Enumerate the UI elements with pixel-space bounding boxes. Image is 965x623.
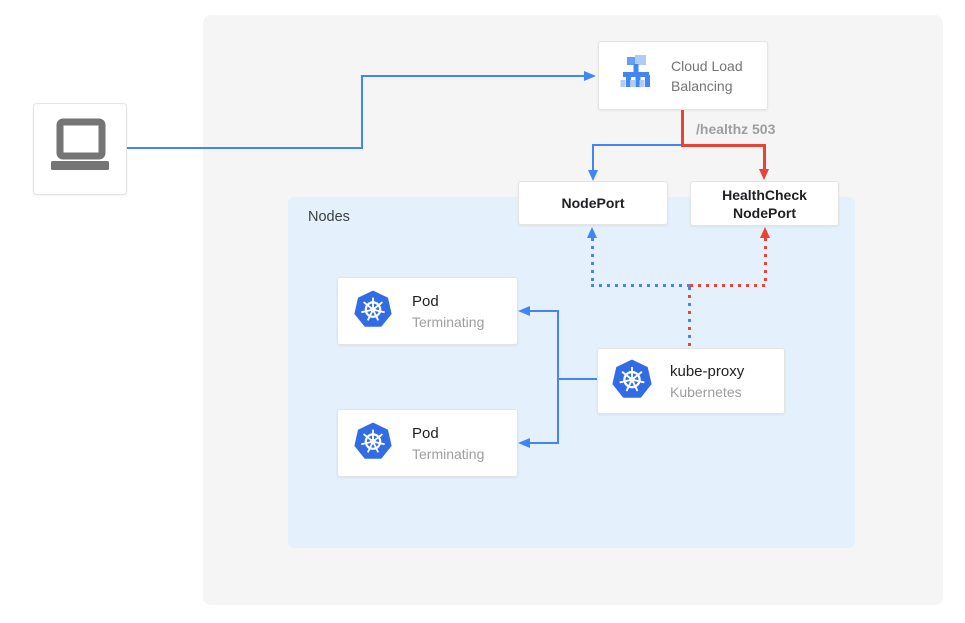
client-card	[33, 103, 127, 195]
kubernetes-icon	[612, 359, 652, 404]
lb-to-nodeport-line-v	[592, 144, 594, 172]
client-to-lb-arrowhead	[584, 71, 596, 81]
kubeproxy-to-pods-line-v	[557, 310, 559, 444]
kubeproxy-to-healthcheck-dotted-h	[690, 284, 767, 287]
pod-card-2: Pod Terminating	[337, 409, 518, 477]
kubernetes-icon	[354, 422, 392, 465]
kubeproxy-to-nodeport-dotted-h	[591, 284, 690, 287]
kubeproxy-to-pod2-arrowhead	[518, 438, 530, 448]
client-to-lb-line-v	[361, 75, 363, 149]
lb-to-nodeport-line-h	[592, 144, 681, 146]
kubeproxy-to-pod1-arrowhead	[518, 306, 530, 316]
lb-to-healthcheck-line-h	[681, 144, 766, 147]
healthz-503-label: /healthz 503	[696, 121, 776, 137]
cloud-load-balancing-icon	[616, 53, 656, 98]
kubeproxy-to-pod1-line-h	[530, 310, 557, 312]
kube-proxy-card: kube-proxy Kubernetes	[597, 348, 785, 414]
lb-to-nodeport-arrowhead	[588, 170, 598, 181]
kubernetes-icon	[354, 290, 392, 333]
client-to-lb-line-h2	[361, 75, 586, 77]
lb-stem-red-line	[681, 110, 684, 146]
pod2-status: Terminating	[412, 445, 485, 462]
pod-card-1: Pod Terminating	[337, 277, 518, 345]
nodeport-label: NodePort	[561, 195, 625, 211]
pod1-title: Pod	[412, 292, 439, 310]
pod2-title: Pod	[412, 424, 439, 442]
cloud-load-balancing-card: Cloud Load Balancing	[598, 41, 768, 110]
kubeproxy-to-pod2-line-h	[530, 442, 557, 444]
lb-to-healthcheck-line-v	[763, 144, 766, 171]
kube-proxy-subtitle: Kubernetes	[670, 383, 742, 400]
healthcheck-label-line2: NodePort	[733, 204, 796, 221]
kubeproxy-to-healthcheck-arrowhead	[760, 227, 770, 238]
nodeport-card: NodePort	[518, 181, 668, 225]
laptop-icon	[47, 118, 113, 181]
healthcheck-nodeport-card: HealthCheck NodePort	[690, 181, 839, 226]
kubeproxy-dotted-stem	[688, 287, 691, 348]
healthcheck-label-line1: HealthCheck	[722, 186, 807, 203]
client-to-lb-line-h1	[127, 147, 363, 149]
kubeproxy-to-healthcheck-dotted-v	[764, 238, 767, 286]
kubeproxy-to-pods-line-mid	[557, 378, 597, 380]
lb-to-healthcheck-arrowhead	[759, 169, 769, 180]
pod1-status: Terminating	[412, 313, 485, 330]
kube-proxy-title: kube-proxy	[670, 362, 745, 380]
kubeproxy-to-nodeport-dotted-v	[591, 238, 594, 286]
cloud-load-balancing-label: Cloud Load Balancing	[671, 57, 743, 94]
kubeproxy-to-nodeport-arrowhead	[587, 227, 597, 238]
nodes-region-label: Nodes	[308, 209, 350, 225]
